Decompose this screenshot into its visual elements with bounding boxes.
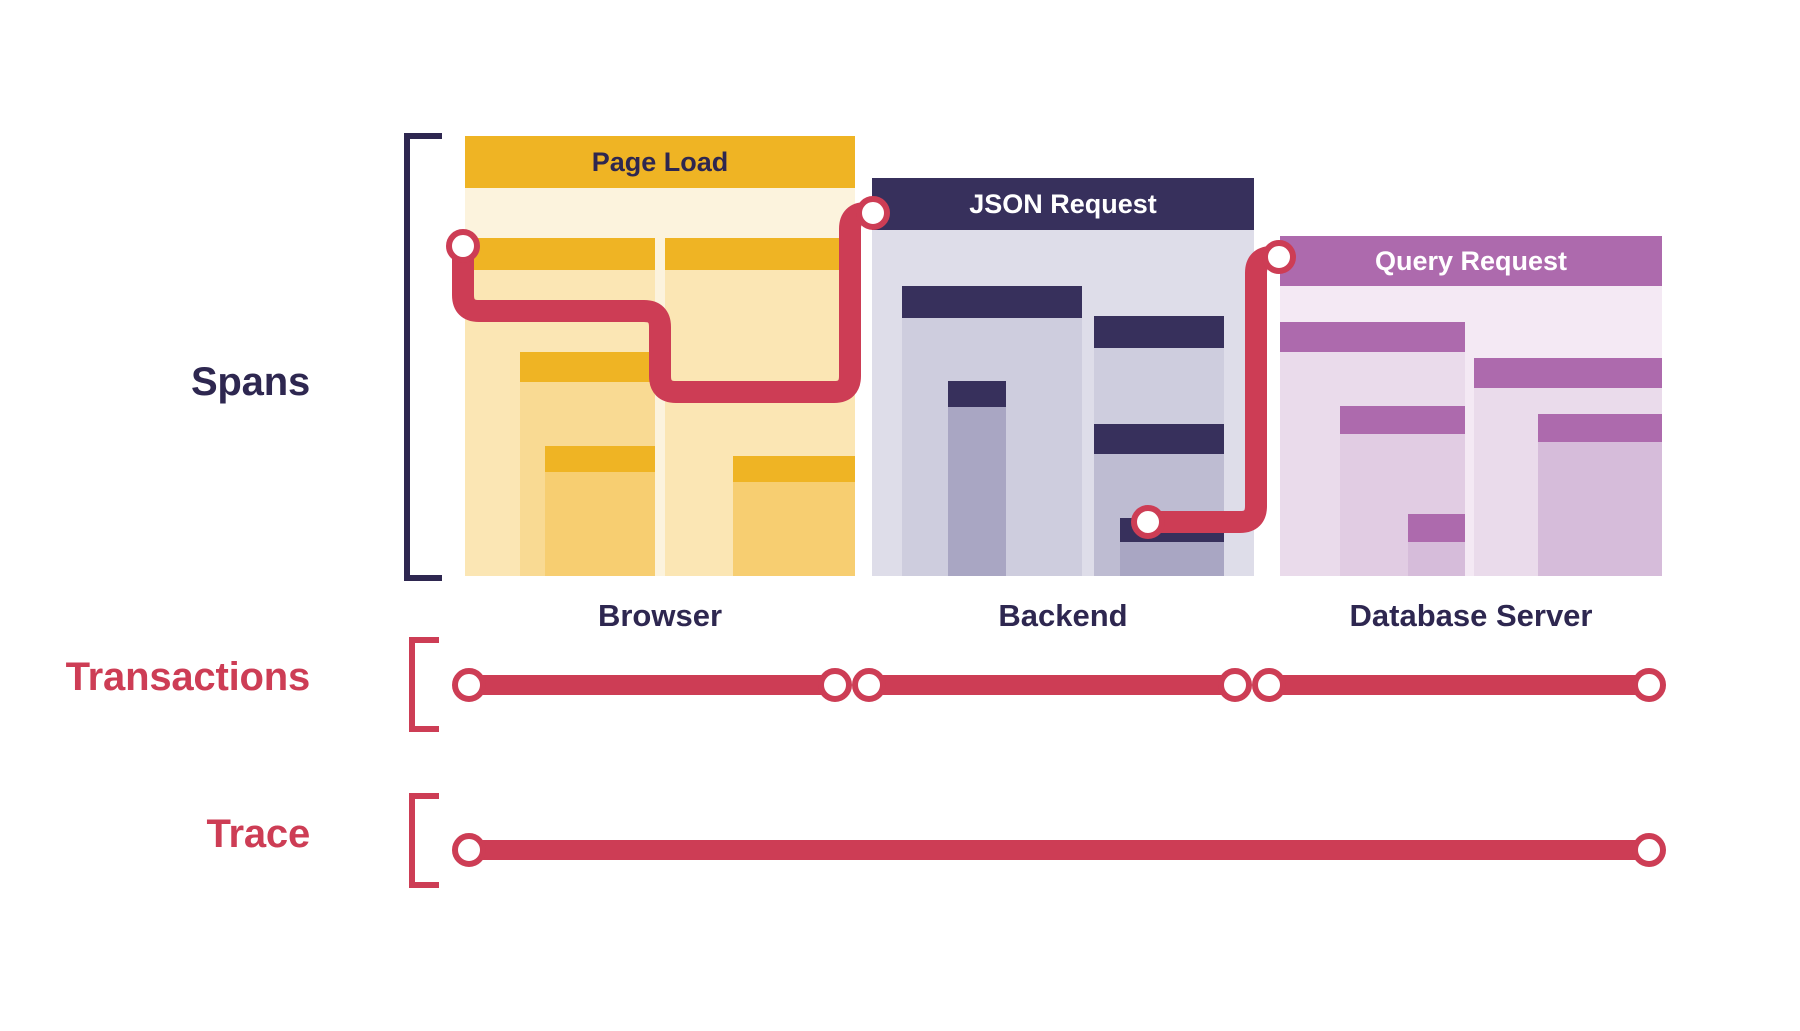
span-cap-backend-1	[902, 286, 1082, 318]
span-cap-backend-4	[1094, 424, 1224, 454]
span-cap-browser-3	[545, 446, 655, 472]
connector-node-browser-start[interactable]	[446, 229, 480, 263]
service-group-backend: JSON Request Backend	[872, 178, 1254, 633]
service-name-browser: Browser	[597, 598, 723, 633]
transaction-segment-database[interactable]	[1258, 675, 1648, 695]
connector-node-database-start[interactable]	[1262, 240, 1296, 274]
bracket-spans	[404, 133, 442, 581]
bracket-transactions-bottom	[409, 726, 439, 732]
transaction-node-4[interactable]	[1218, 668, 1252, 702]
bracket-spans-top	[404, 133, 442, 139]
span-cap-db-4	[1474, 358, 1662, 388]
service-name-database: Database Server	[1349, 598, 1593, 633]
span-cap-db-1	[1280, 322, 1465, 352]
span-bar-browser-5[interactable]	[733, 456, 855, 576]
transaction-header-query-request: Query Request	[1280, 236, 1662, 286]
span-cap-db-3	[1408, 514, 1465, 542]
span-bar-db-3[interactable]	[1408, 514, 1465, 576]
span-bar-db-5[interactable]	[1538, 414, 1662, 576]
transaction-node-1[interactable]	[452, 668, 486, 702]
row-label-transactions: Transactions	[65, 655, 311, 699]
service-group-database: Query Request Database Server	[1280, 236, 1662, 633]
bracket-transactions-vertical	[409, 637, 415, 732]
row-label-spans: Spans	[190, 360, 310, 404]
transaction-segment-backend[interactable]	[858, 675, 1238, 695]
span-cap-backend-2	[948, 381, 1006, 407]
service-name-backend: Backend	[998, 598, 1128, 633]
bracket-transactions-top	[409, 637, 439, 643]
bracket-trace-top	[409, 793, 439, 799]
connector-node-backend-start[interactable]	[856, 196, 890, 230]
trace-node-end[interactable]	[1632, 833, 1666, 867]
transaction-header-page-load: Page Load	[465, 136, 855, 188]
span-cap-browser-1	[465, 238, 655, 270]
span-cap-db-2	[1340, 406, 1465, 434]
span-cap-db-5	[1538, 414, 1662, 442]
span-cap-browser-4	[665, 238, 855, 270]
bracket-trace	[409, 793, 439, 888]
connector-node-backend-deep[interactable]	[1131, 505, 1165, 539]
transaction-node-2[interactable]	[818, 668, 852, 702]
bracket-spans-vertical	[404, 133, 410, 581]
span-bar-backend-2[interactable]	[948, 381, 1006, 576]
bracket-spans-bottom	[404, 575, 442, 581]
transaction-segment-browser[interactable]	[458, 675, 838, 695]
bracket-transactions	[409, 637, 439, 732]
transaction-node-5[interactable]	[1252, 668, 1286, 702]
trace-segment[interactable]	[458, 840, 1648, 860]
span-cap-browser-5	[733, 456, 855, 482]
row-label-trace: Trace	[206, 812, 310, 856]
transaction-node-3[interactable]	[852, 668, 886, 702]
span-bar-browser-3[interactable]	[545, 446, 655, 576]
bracket-trace-vertical	[409, 793, 415, 888]
span-cap-browser-2	[520, 352, 655, 382]
span-cap-backend-3	[1094, 316, 1224, 348]
service-group-browser: Page Load Browser	[465, 136, 855, 633]
transaction-header-json-request: JSON Request	[872, 178, 1254, 230]
bracket-trace-bottom	[409, 882, 439, 888]
trace-node-start[interactable]	[452, 833, 486, 867]
transaction-node-6[interactable]	[1632, 668, 1666, 702]
